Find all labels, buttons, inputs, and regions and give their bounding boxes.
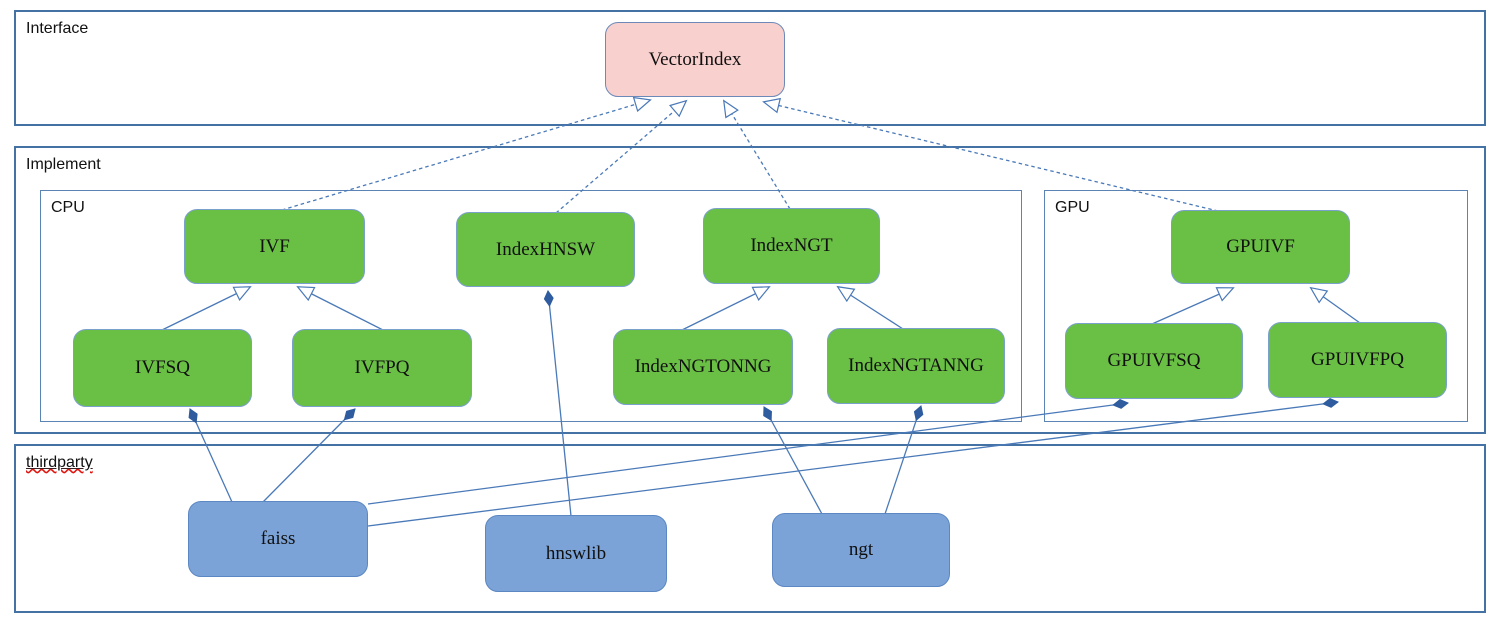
node-faiss-label: faiss <box>260 528 296 549</box>
edge-generalization-indexngtonng-indexngt <box>681 286 771 331</box>
node-indexhnsw[interactable]: IndexHNSW <box>456 212 635 287</box>
node-ngt-label: ngt <box>848 539 874 560</box>
node-indexngtonng-label: IndexNGTONNG <box>634 356 772 377</box>
edge-generalization-ivfsq-ivf <box>161 286 252 331</box>
node-indexngt-label: IndexNGT <box>750 235 833 256</box>
edge-realization-gpuivf-vectorindex <box>762 97 1219 212</box>
container-gpu-label: GPU <box>1055 199 1090 216</box>
node-gpuivf-label: GPUIVF <box>1226 236 1295 257</box>
node-ivfpq[interactable]: IVFPQ <box>292 329 472 407</box>
node-ivf-label: IVF <box>259 235 290 257</box>
edge-composition-ngt-indexngtanng <box>884 405 924 515</box>
node-indexhnsw-label: IndexHNSW <box>495 238 596 260</box>
edge-generalization-ivfpq-ivf <box>296 286 384 331</box>
node-ivfsq[interactable]: IVFSQ <box>73 329 252 407</box>
container-thirdparty[interactable]: thirdparty <box>14 444 1486 613</box>
node-gpuivfsq[interactable]: GPUIVFSQ <box>1065 323 1243 399</box>
container-implement-label: Implement <box>26 156 101 173</box>
node-ivf[interactable]: IVF <box>184 209 365 284</box>
edge-realization-indexhnsw-vectorindex <box>555 99 688 214</box>
edge-realization-indexngt-vectorindex <box>722 99 791 210</box>
container-cpu[interactable]: CPU <box>40 190 1022 422</box>
node-indexngt[interactable]: IndexNGT <box>703 208 880 284</box>
edge-generalization-gpuivfpq-gpuivf <box>1309 286 1361 324</box>
node-gpuivfpq[interactable]: GPUIVFPQ <box>1268 322 1447 398</box>
node-vectorindex[interactable]: VectorIndex <box>605 22 785 97</box>
edge-composition-faiss-gpuivfpq <box>367 398 1339 527</box>
edge-composition-faiss-ivfsq <box>188 408 233 503</box>
edge-generalization-gpuivfsq-gpuivf <box>1151 287 1235 325</box>
container-interface-label: Interface <box>26 20 89 37</box>
node-gpuivf[interactable]: GPUIVF <box>1171 210 1350 284</box>
node-indexngtanng[interactable]: IndexNGTANNG <box>827 328 1005 404</box>
edge-composition-faiss-ivfpq <box>262 408 356 503</box>
node-ivfpq-label: IVFPQ <box>354 357 410 378</box>
container-thirdparty-label-text: thirdparty <box>26 454 93 471</box>
container-interface[interactable]: Interface <box>14 10 1486 126</box>
edge-realization-ivf-vectorindex <box>281 96 652 211</box>
node-ivfsq-label: IVFSQ <box>135 357 190 378</box>
node-hnswlib[interactable]: hnswlib <box>485 515 667 592</box>
node-hnswlib-label: hnswlib <box>545 542 607 564</box>
edge-composition-faiss-gpuivfsq <box>367 399 1129 505</box>
container-thirdparty-label: thirdparty <box>26 454 93 472</box>
container-cpu-label: CPU <box>51 199 85 216</box>
edge-generalization-indexngtanng-indexngt <box>836 285 904 330</box>
node-ngt[interactable]: ngt <box>772 513 950 587</box>
edge-composition-ngt-indexngtonng <box>763 406 823 515</box>
node-indexngtonng[interactable]: IndexNGTONNG <box>613 329 793 405</box>
node-gpuivfsq-label: GPUIVFSQ <box>1107 350 1201 371</box>
node-gpuivfpq-label: GPUIVFPQ <box>1311 349 1404 370</box>
edge-composition-hnswlib-indexhnsw <box>543 290 572 517</box>
container-implement[interactable]: Implement <box>14 146 1486 434</box>
node-indexngtanng-label: IndexNGTANNG <box>848 355 984 376</box>
node-vectorindex-label: VectorIndex <box>648 48 742 70</box>
node-faiss[interactable]: faiss <box>188 501 368 577</box>
container-gpu[interactable]: GPU <box>1044 190 1468 422</box>
